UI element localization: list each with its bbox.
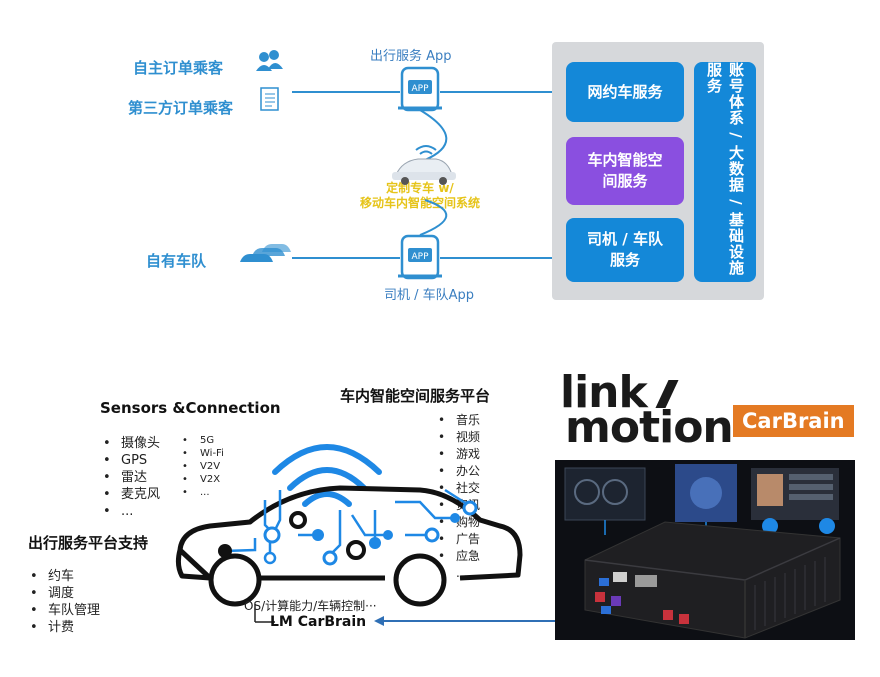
sensor-item: ... xyxy=(103,503,160,520)
mobility-item: 调度 xyxy=(30,585,100,602)
svg-text:APP: APP xyxy=(411,84,429,94)
service-ride-hailing: 网约车服务 xyxy=(566,62,684,122)
service-in-car-space: 车内智能空间服务 xyxy=(566,137,684,205)
bracket-lines xyxy=(254,604,275,623)
platform-item: 购物 xyxy=(438,514,480,531)
connection-item: V2X xyxy=(182,473,224,486)
fleet-icon xyxy=(240,244,291,262)
label-travel-app: 出行服务 App xyxy=(370,49,452,64)
connection-item: V2V xyxy=(182,460,224,473)
mobility-item: 约车 xyxy=(30,568,100,585)
label-third-party-passenger: 第三方订单乘客 xyxy=(128,99,234,117)
motion-logo-text: motion xyxy=(565,402,734,453)
wifi-icon xyxy=(272,444,382,507)
platform-item: 办公 xyxy=(438,463,480,480)
platform-item: 游戏 xyxy=(438,446,480,463)
link-logo-text: link xyxy=(560,367,648,418)
sensors-list: 摄像头 GPS 雷达 麦克风 ... xyxy=(103,435,160,520)
connection-item: ... xyxy=(182,486,224,499)
car-outline xyxy=(175,485,523,607)
os-label: OS/计算能力/车辆控制··· xyxy=(244,599,377,613)
connector-lines xyxy=(292,91,567,259)
lm-carbrain-label: LM CarBrain xyxy=(270,614,367,630)
circuit-nodes xyxy=(218,500,478,566)
top-diagram-graphics: APP APP xyxy=(240,50,567,280)
custom-car-line2: 移动车内智能空间系统 xyxy=(359,196,480,210)
carbrain-badge: CarBrain xyxy=(733,405,854,437)
connection-item: Wi-Fi xyxy=(182,447,224,460)
platform-item: 社交 xyxy=(438,480,480,497)
sensor-item: 摄像头 xyxy=(103,435,160,452)
platform-item: 音乐 xyxy=(438,412,480,429)
platform-item: 应急 xyxy=(438,548,480,565)
document-icon xyxy=(260,87,279,111)
driver-phone-app-icon: APP xyxy=(398,234,442,280)
mobility-item: 车队管理 xyxy=(30,602,100,619)
platform-item: 广告 xyxy=(438,531,480,548)
platform-item: 视频 xyxy=(438,429,480,446)
mobility-item: 计费 xyxy=(30,619,100,636)
connection-item: 5G xyxy=(182,434,224,447)
label-driver-app: 司机 / 车队App xyxy=(384,288,475,303)
users-icon xyxy=(256,50,283,71)
sensor-item: GPS xyxy=(103,452,160,469)
sensors-title: Sensors &Connection xyxy=(100,399,281,417)
service-driver-fleet: 司机 / 车队服务 xyxy=(566,218,684,282)
platform-title: 车内智能空间服务平台 xyxy=(340,387,491,405)
sensor-item: 雷达 xyxy=(103,469,160,486)
service-infrastructure: 账号体系 / 大数据 / 基础设施服务 xyxy=(694,62,756,282)
car-diagram xyxy=(175,444,523,623)
computer-unit-image xyxy=(555,460,855,640)
sensor-item: 麦克风 xyxy=(103,486,160,503)
car-icon xyxy=(392,145,456,185)
label-own-fleet: 自有车队 xyxy=(146,252,207,270)
connections-list: 5G Wi-Fi V2V V2X ... xyxy=(182,434,224,499)
label-self-order-passenger: 自主订单乘客 xyxy=(133,59,224,77)
phone-app-icon: APP xyxy=(398,66,442,112)
svg-text:APP: APP xyxy=(411,252,429,262)
arrow-to-carbrain xyxy=(374,616,555,626)
hardware-illustration xyxy=(564,464,841,639)
mobility-list: 约车 调度 车队管理 计费 xyxy=(30,568,100,636)
mobility-title: 出行服务平台支持 xyxy=(28,534,149,552)
